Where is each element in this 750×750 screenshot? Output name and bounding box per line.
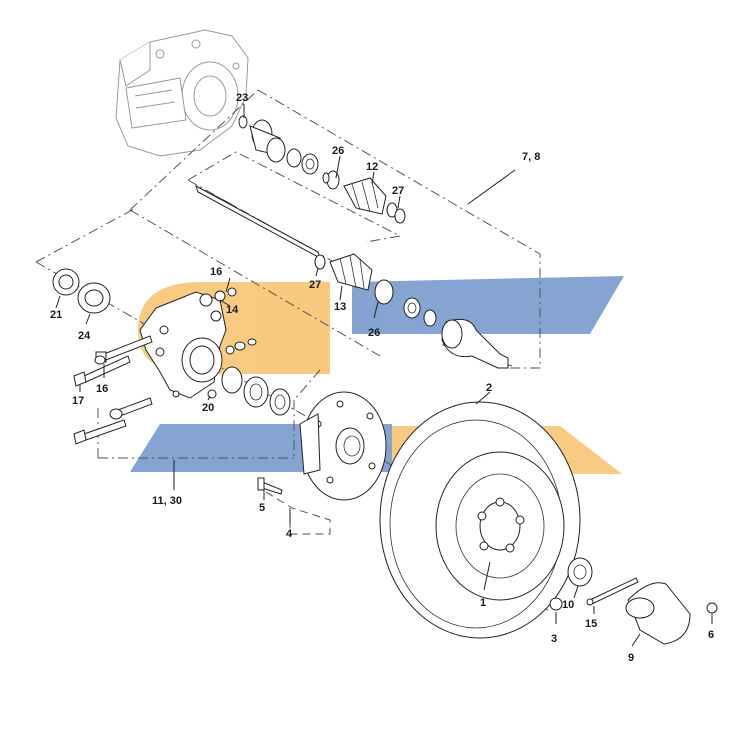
boot-13 [314, 253, 373, 291]
callout-14: 14 [226, 304, 239, 316]
callout-13: 13 [334, 301, 346, 313]
wheel-tire [379, 401, 581, 639]
callout-16-upper: 16 [210, 266, 222, 278]
callout-1: 1 [480, 597, 486, 609]
callout-10: 10 [562, 599, 574, 611]
callout-21: 21 [50, 309, 62, 321]
hub-flange [299, 391, 387, 501]
watermark-blue-top [352, 276, 624, 334]
bolt-lower [109, 397, 153, 420]
callout-12: 12 [366, 161, 378, 173]
callout-27-lower: 27 [309, 279, 321, 291]
callout-16-lower: 16 [96, 383, 108, 395]
leader-lines [55, 104, 713, 647]
callout-23: 23 [236, 92, 248, 104]
drive-axle [195, 115, 509, 369]
valve-cap-6 [706, 602, 718, 614]
boot-12 [343, 177, 406, 224]
seal-21 [52, 268, 80, 296]
callout-2: 2 [486, 382, 492, 394]
callout-5: 5 [259, 502, 265, 514]
bolt-17 [73, 355, 131, 387]
hub-bearings [221, 366, 291, 416]
callout-3: 3 [551, 633, 557, 645]
callout-17: 17 [72, 395, 84, 407]
callout-9: 9 [628, 652, 634, 664]
inner-cv-joint [238, 115, 286, 163]
bearing-26-upper [286, 148, 340, 190]
bearing-24 [77, 282, 111, 314]
cotter-pin-15 [586, 577, 639, 606]
callout-4: 4 [286, 528, 293, 540]
callout-26-lower: 26 [368, 327, 380, 339]
callout-labels: 23 26 12 27 7, 8 27 13 26 2 16 14 21 24 … [50, 92, 714, 664]
wheel-stud-5 [257, 477, 283, 495]
callout-6: 6 [708, 629, 714, 641]
transaxle-housing [115, 29, 249, 157]
knuckle-fittings [199, 287, 257, 399]
outer-cv-joint [441, 318, 509, 369]
steering-knuckle [139, 291, 227, 399]
callout-20: 20 [202, 402, 214, 414]
callout-7-8: 7, 8 [522, 151, 540, 163]
lug-nut-3 [549, 597, 563, 611]
callout-27-upper: 27 [392, 185, 404, 197]
callout-15: 15 [585, 618, 597, 630]
bolt-upper [94, 335, 153, 365]
bearing-26-lower [374, 279, 437, 327]
hub-cap-9 [625, 582, 691, 645]
bolt-bottom [73, 419, 127, 445]
callout-24: 24 [78, 330, 91, 342]
castle-nut-10 [567, 557, 593, 587]
callout-11-30: 11, 30 [152, 495, 182, 507]
callout-26-upper: 26 [332, 145, 344, 157]
